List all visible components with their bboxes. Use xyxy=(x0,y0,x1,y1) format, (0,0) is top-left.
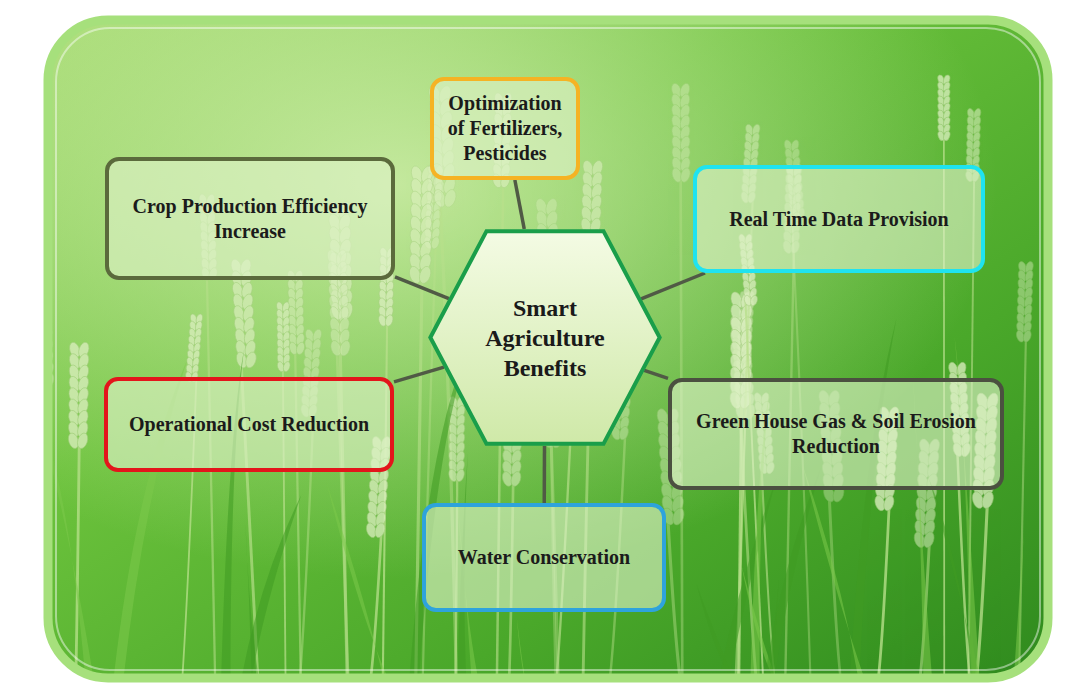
wheat-grain xyxy=(618,425,630,441)
wheat-leaf xyxy=(802,465,872,678)
central-hexagon: Smart Agriculture Benefits xyxy=(428,229,662,446)
text-stack: Optimization of Fertilizers, Pesticides xyxy=(442,91,568,166)
text-stack: Green House Gas & Soil Erosion Reduction xyxy=(680,409,992,459)
benefit-box: Water Conservation xyxy=(422,503,666,612)
text-stack: Real Time Data Provision xyxy=(705,207,973,232)
wheat-leaf xyxy=(848,318,896,678)
text-stack: Crop Production Efficiency Increase xyxy=(117,194,383,244)
wheat-stem xyxy=(75,441,79,678)
wheat-grain xyxy=(455,468,466,482)
benefit-label: Real Time Data Provision xyxy=(705,207,973,232)
benefit-label: Water Conservation xyxy=(434,545,654,570)
wheat-grain xyxy=(942,130,951,141)
benefit-label: Operational Cost Reduction xyxy=(116,412,382,437)
connector-line xyxy=(515,180,524,229)
wheat-grain xyxy=(76,432,90,450)
wheat-grain xyxy=(244,351,258,369)
wheat-stalk xyxy=(275,301,291,678)
wheat-leaf xyxy=(715,477,777,678)
wheat-stem xyxy=(207,274,216,678)
wheat-stem xyxy=(873,503,889,678)
connector-line xyxy=(395,277,449,299)
connector-line xyxy=(641,273,705,299)
wheat-grain xyxy=(679,167,692,184)
benefit-label: Green House Gas & Soil Erosion Reduction xyxy=(680,409,992,459)
benefit-box: Crop Production Efficiency Increase xyxy=(105,157,395,280)
wheat-grain xyxy=(1022,329,1033,343)
benefit-label: Optimization of Fertilizers, Pesticides xyxy=(442,91,568,166)
wheat-grain xyxy=(338,339,352,357)
wheat-stem xyxy=(668,516,687,678)
benefit-box: Real Time Data Provision xyxy=(693,165,985,273)
wheat-stalk xyxy=(67,341,91,678)
benefit-box: Green House Gas & Soil Erosion Reduction xyxy=(668,378,1004,490)
wheat-grain xyxy=(882,494,896,512)
text-stack: Smart Agriculture Benefits xyxy=(468,293,622,383)
wheat-leaf xyxy=(238,495,302,678)
connector-line xyxy=(394,367,444,382)
frame-glow xyxy=(48,20,1048,678)
frame-fill xyxy=(48,20,1048,678)
text-stack: Water Conservation xyxy=(434,545,654,570)
wheat-grain xyxy=(749,294,758,306)
hexagon-shape xyxy=(430,231,659,444)
connector-line xyxy=(542,446,546,503)
wheat-grain xyxy=(417,265,432,285)
text-stack: Operational Cost Reduction xyxy=(116,412,382,437)
wheat-grain xyxy=(671,507,686,527)
wheat-leaf xyxy=(765,579,779,678)
wheat-grain xyxy=(980,490,995,510)
wheat-field xyxy=(48,74,1048,678)
wheat-leaf xyxy=(327,483,398,678)
wheat-leaf xyxy=(517,618,541,678)
wheat-grain xyxy=(922,530,936,548)
frame-inner-border xyxy=(56,28,1040,670)
wheat-grain xyxy=(509,470,522,487)
hub-title: Smart Agriculture Benefits xyxy=(468,293,622,383)
benefit-box: Operational Cost Reduction xyxy=(104,377,394,472)
wheat-grain xyxy=(282,361,291,373)
wheat-leaf xyxy=(697,585,753,678)
benefit-label: Crop Production Efficiency Increase xyxy=(117,194,383,244)
benefit-box: Optimization of Fertilizers, Pesticides xyxy=(430,77,580,180)
wheat-grain xyxy=(373,522,386,539)
connector-line xyxy=(644,370,668,378)
wheat-grain xyxy=(384,314,394,327)
frame-border xyxy=(48,20,1048,678)
wheat-stem xyxy=(422,243,435,678)
wheat-grain xyxy=(442,188,458,209)
wheat-stalk xyxy=(1015,261,1035,678)
